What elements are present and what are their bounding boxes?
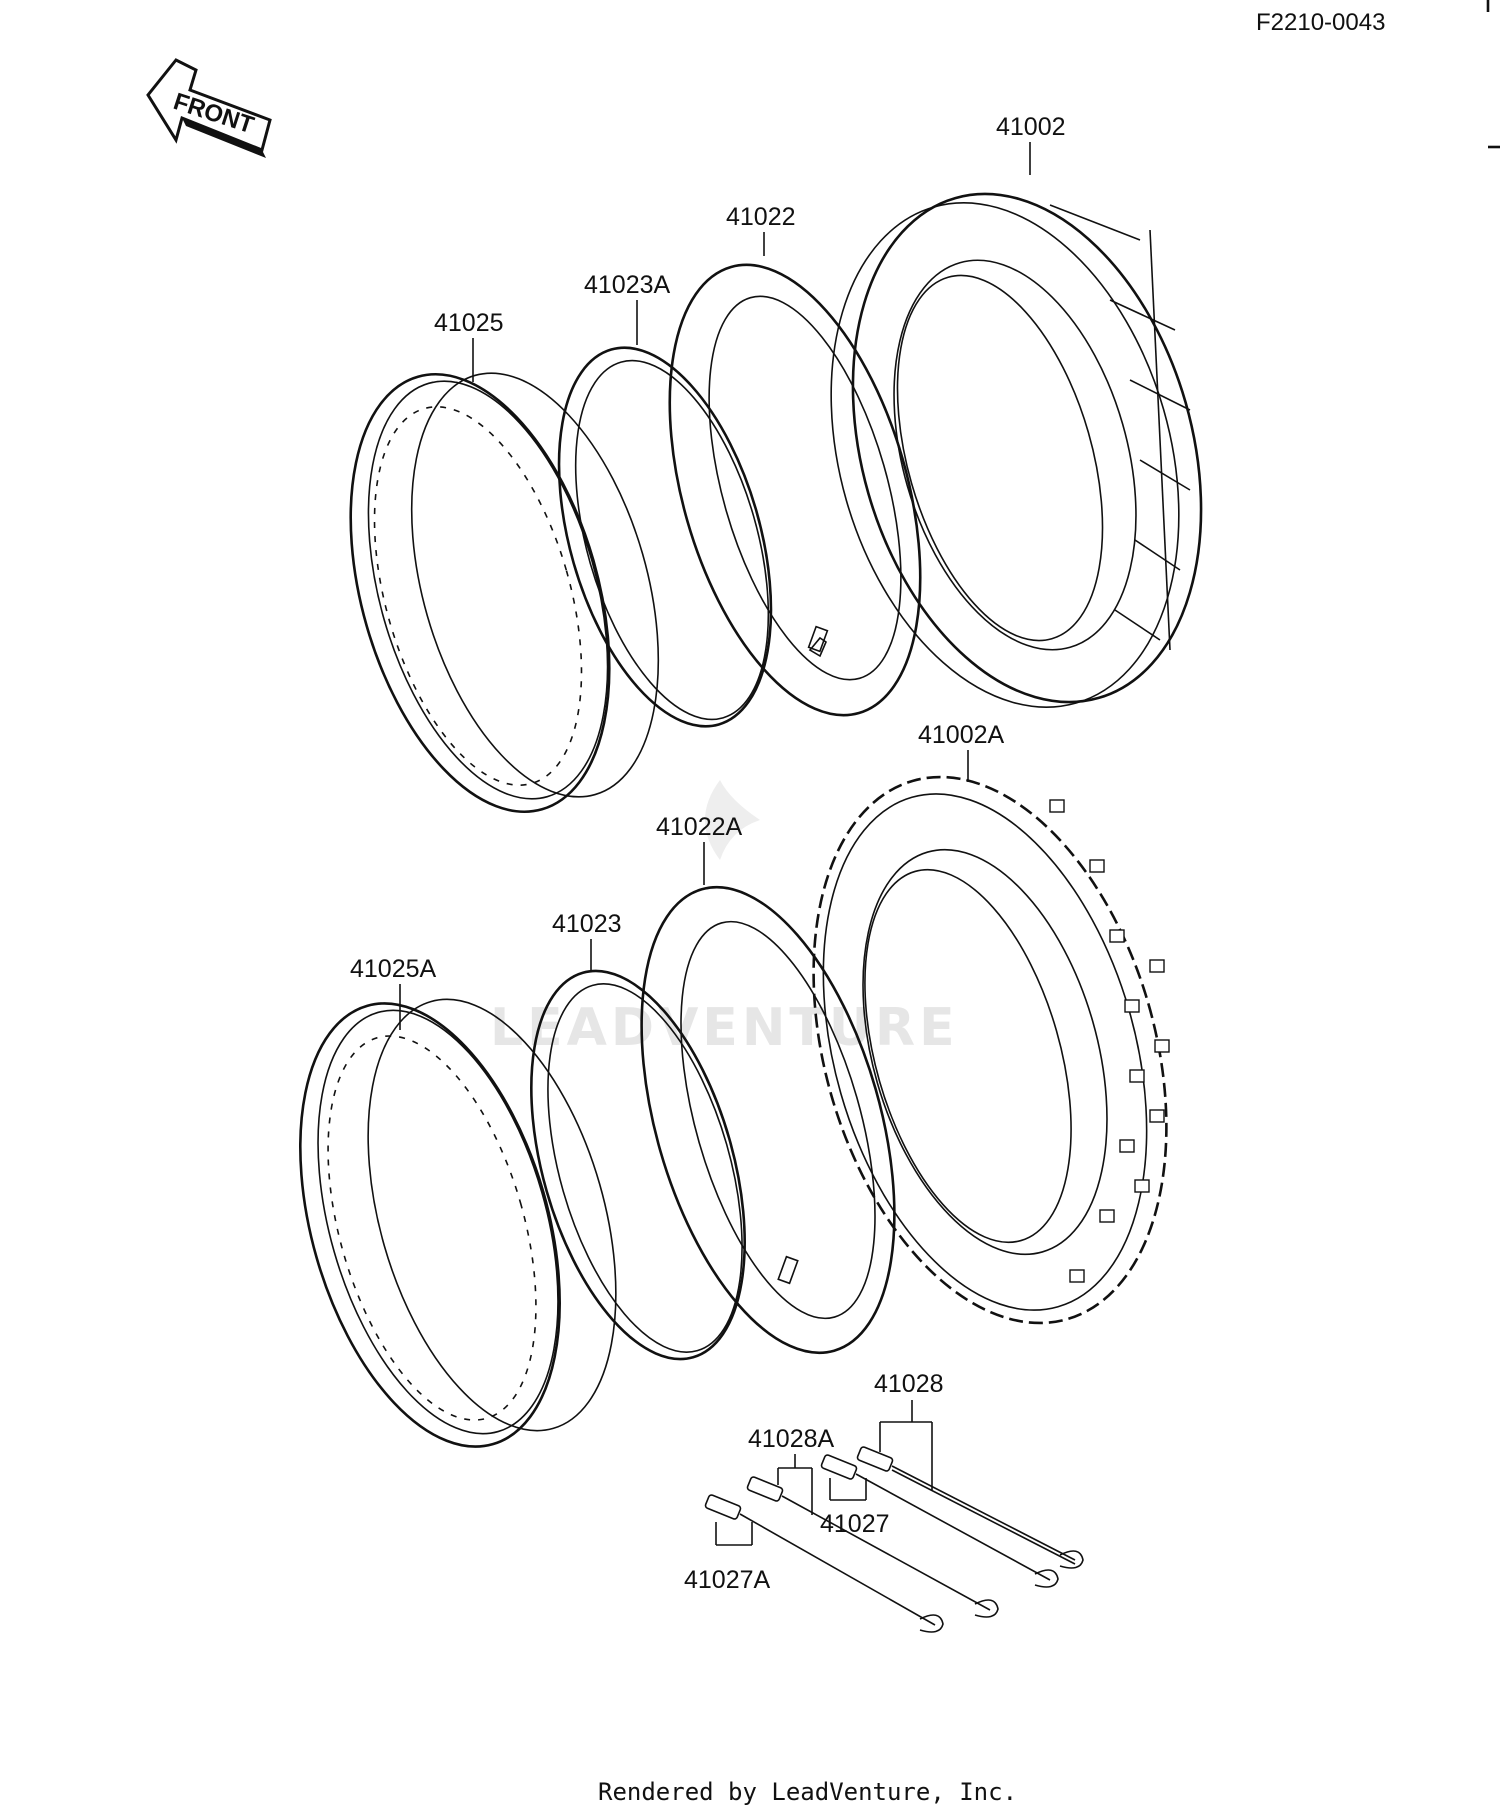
rim-rear — [299, 998, 617, 1448]
tire-front — [830, 192, 1203, 708]
diagram-code: F2210-0043 — [1256, 9, 1385, 36]
label-41002A: 41002A — [918, 721, 1005, 749]
footer-credit: Rendered by LeadVenture, Inc. — [598, 1778, 1017, 1806]
rim-front — [349, 372, 660, 814]
label-41002: 41002 — [996, 113, 1066, 141]
label-41023: 41023 — [552, 910, 622, 938]
tube-rear — [640, 885, 896, 1355]
label-41022: 41022 — [726, 203, 796, 231]
front-arrow-icon: FRONT — [146, 58, 272, 158]
tire-rear — [812, 775, 1170, 1325]
tube-front — [668, 263, 922, 717]
label-41027: 41027 — [820, 1510, 890, 1538]
spokes — [704, 1446, 1084, 1633]
label-41025: 41025 — [434, 309, 504, 337]
watermark: LEADVENTURE — [490, 780, 959, 1058]
rim-band-rear — [530, 969, 746, 1361]
rim-band-front — [557, 346, 773, 728]
label-41027A: 41027A — [684, 1566, 771, 1594]
label-41028A: 41028A — [748, 1425, 835, 1453]
label-41023A: 41023A — [584, 271, 671, 299]
label-41022A: 41022A — [656, 813, 743, 841]
watermark-text: LEADVENTURE — [490, 998, 959, 1058]
label-41028: 41028 — [874, 1370, 944, 1398]
label-41025A: 41025A — [350, 955, 437, 983]
